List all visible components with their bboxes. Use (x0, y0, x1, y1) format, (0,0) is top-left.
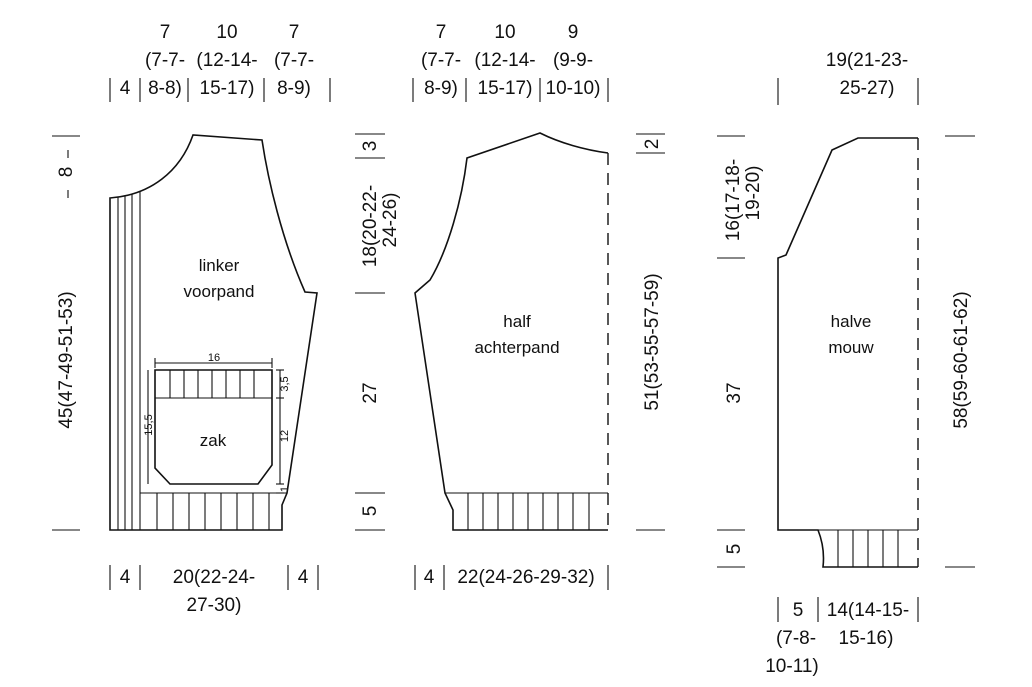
back-top-c-3: 10-10) (546, 78, 601, 99)
back-armhole-2: 24-26) (380, 193, 401, 248)
back-rib (467, 493, 590, 530)
sleeve-piece: 19(21-23- 25-27) 16(17-18- 19-20) 37 5 5… (717, 50, 975, 677)
sleeve-bottom-b-1: 14(14-15- (827, 600, 909, 621)
back-armhole-1: 18(20-22- (360, 185, 381, 267)
back-bottom-ticks (414, 565, 609, 590)
pocket-height: 15,5 (143, 414, 155, 435)
front-top-b-3: 15-17) (200, 78, 255, 99)
back-shoulder-drop: 3 (360, 141, 381, 152)
pocket-offset: 1 (279, 486, 291, 492)
sleeve-outline (777, 137, 918, 568)
back-total-length: 51(53-55-57-59) (642, 273, 663, 410)
sleeve-rib (837, 530, 899, 567)
front-outline (109, 134, 318, 531)
front-top-a-3: 8-8) (148, 78, 182, 99)
front-top-b-2: (12-14- (196, 50, 257, 71)
back-bottom-width: 22(24-26-29-32) (457, 567, 594, 588)
sleeve-bottom-ticks (777, 597, 919, 622)
back-right-ticks (636, 133, 665, 531)
back-bottom-band: 4 (424, 567, 435, 588)
front-top-c-3: 8-9) (277, 78, 311, 99)
front-top-c-2: (7-7- (274, 50, 314, 71)
sleeve-label-1: halve (831, 312, 872, 331)
front-label-2: voorpand (184, 282, 255, 301)
sleeve-top-width-1: 19(21-23- (826, 50, 908, 71)
back-top-c-1: 9 (568, 22, 579, 43)
front-top-ticks (109, 78, 331, 102)
front-shoulder-height: 8 (56, 167, 77, 178)
pocket-outline (154, 369, 273, 485)
back-left-ticks (355, 133, 385, 531)
front-top-b-1: 10 (216, 22, 237, 43)
front-top-a-2: (7-7- (145, 50, 185, 71)
sleeve-rib-height: 5 (724, 544, 745, 555)
sleeve-bottom-a-3: 10-11) (765, 656, 819, 677)
front-bottom-band-right: 4 (298, 567, 309, 588)
sleeve-cap-2: 19-20) (743, 166, 764, 221)
back-top-a-2: (7-7- (421, 50, 461, 71)
back-piece: 7 (7-7- 8-9) 10 (12-14- 15-17) 9 (9-9- 1… (355, 22, 665, 590)
front-rib (156, 493, 270, 530)
front-label-1: linker (199, 256, 240, 275)
back-outline (414, 132, 609, 531)
pocket-rib-height: 3,5 (279, 376, 291, 391)
pocket-label: zak (200, 431, 227, 450)
back-top-a-3: 8-9) (424, 78, 458, 99)
sleeve-bottom-a-1: 5 (793, 600, 804, 621)
sleeve-left-ticks (717, 135, 745, 568)
sleeve-label-2: mouw (828, 338, 874, 357)
front-bottom-width-2: 27-30) (187, 595, 242, 616)
back-label-2: achterpand (474, 338, 559, 357)
back-neck-drop: 2 (642, 139, 663, 150)
sleeve-bottom-b-2: 15-16) (839, 628, 894, 649)
sleeve-right-ticks (945, 135, 975, 568)
sleeve-top-width-2: 25-27) (840, 78, 895, 99)
front-bottom-ticks (109, 565, 319, 590)
back-rib-height: 5 (360, 506, 381, 517)
back-top-c-2: (9-9- (553, 50, 593, 71)
pocket-width: 16 (208, 352, 220, 364)
front-piece: 7 (7-7- 8-8) 10 (12-14- 15-17) 7 (7-7- 8… (52, 22, 331, 616)
back-label-1: half (503, 312, 531, 331)
sleeve-cap-1: 16(17-18- (723, 159, 744, 241)
pocket-rib (169, 370, 255, 398)
front-top-band: 4 (120, 78, 131, 99)
back-top-b-1: 10 (494, 22, 515, 43)
front-bottom-width-1: 20(22-24- (173, 567, 255, 588)
back-top-ticks (412, 78, 609, 102)
sleeve-bottom-a-2: (7-8- (776, 628, 816, 649)
front-total-length: 45(47-49-51-53) (56, 291, 77, 428)
back-top-b-3: 15-17) (478, 78, 533, 99)
back-top-a-1: 7 (436, 22, 447, 43)
pocket-inner-height: 12 (279, 430, 291, 442)
front-bottom-band-left: 4 (120, 567, 131, 588)
sleeve-body-height: 37 (724, 382, 745, 403)
front-top-a-1: 7 (160, 22, 171, 43)
sleeve-total-length: 58(59-60-61-62) (951, 291, 972, 428)
back-body-height: 27 (360, 382, 381, 403)
back-top-b-2: (12-14- (474, 50, 535, 71)
front-top-c-1: 7 (289, 22, 300, 43)
